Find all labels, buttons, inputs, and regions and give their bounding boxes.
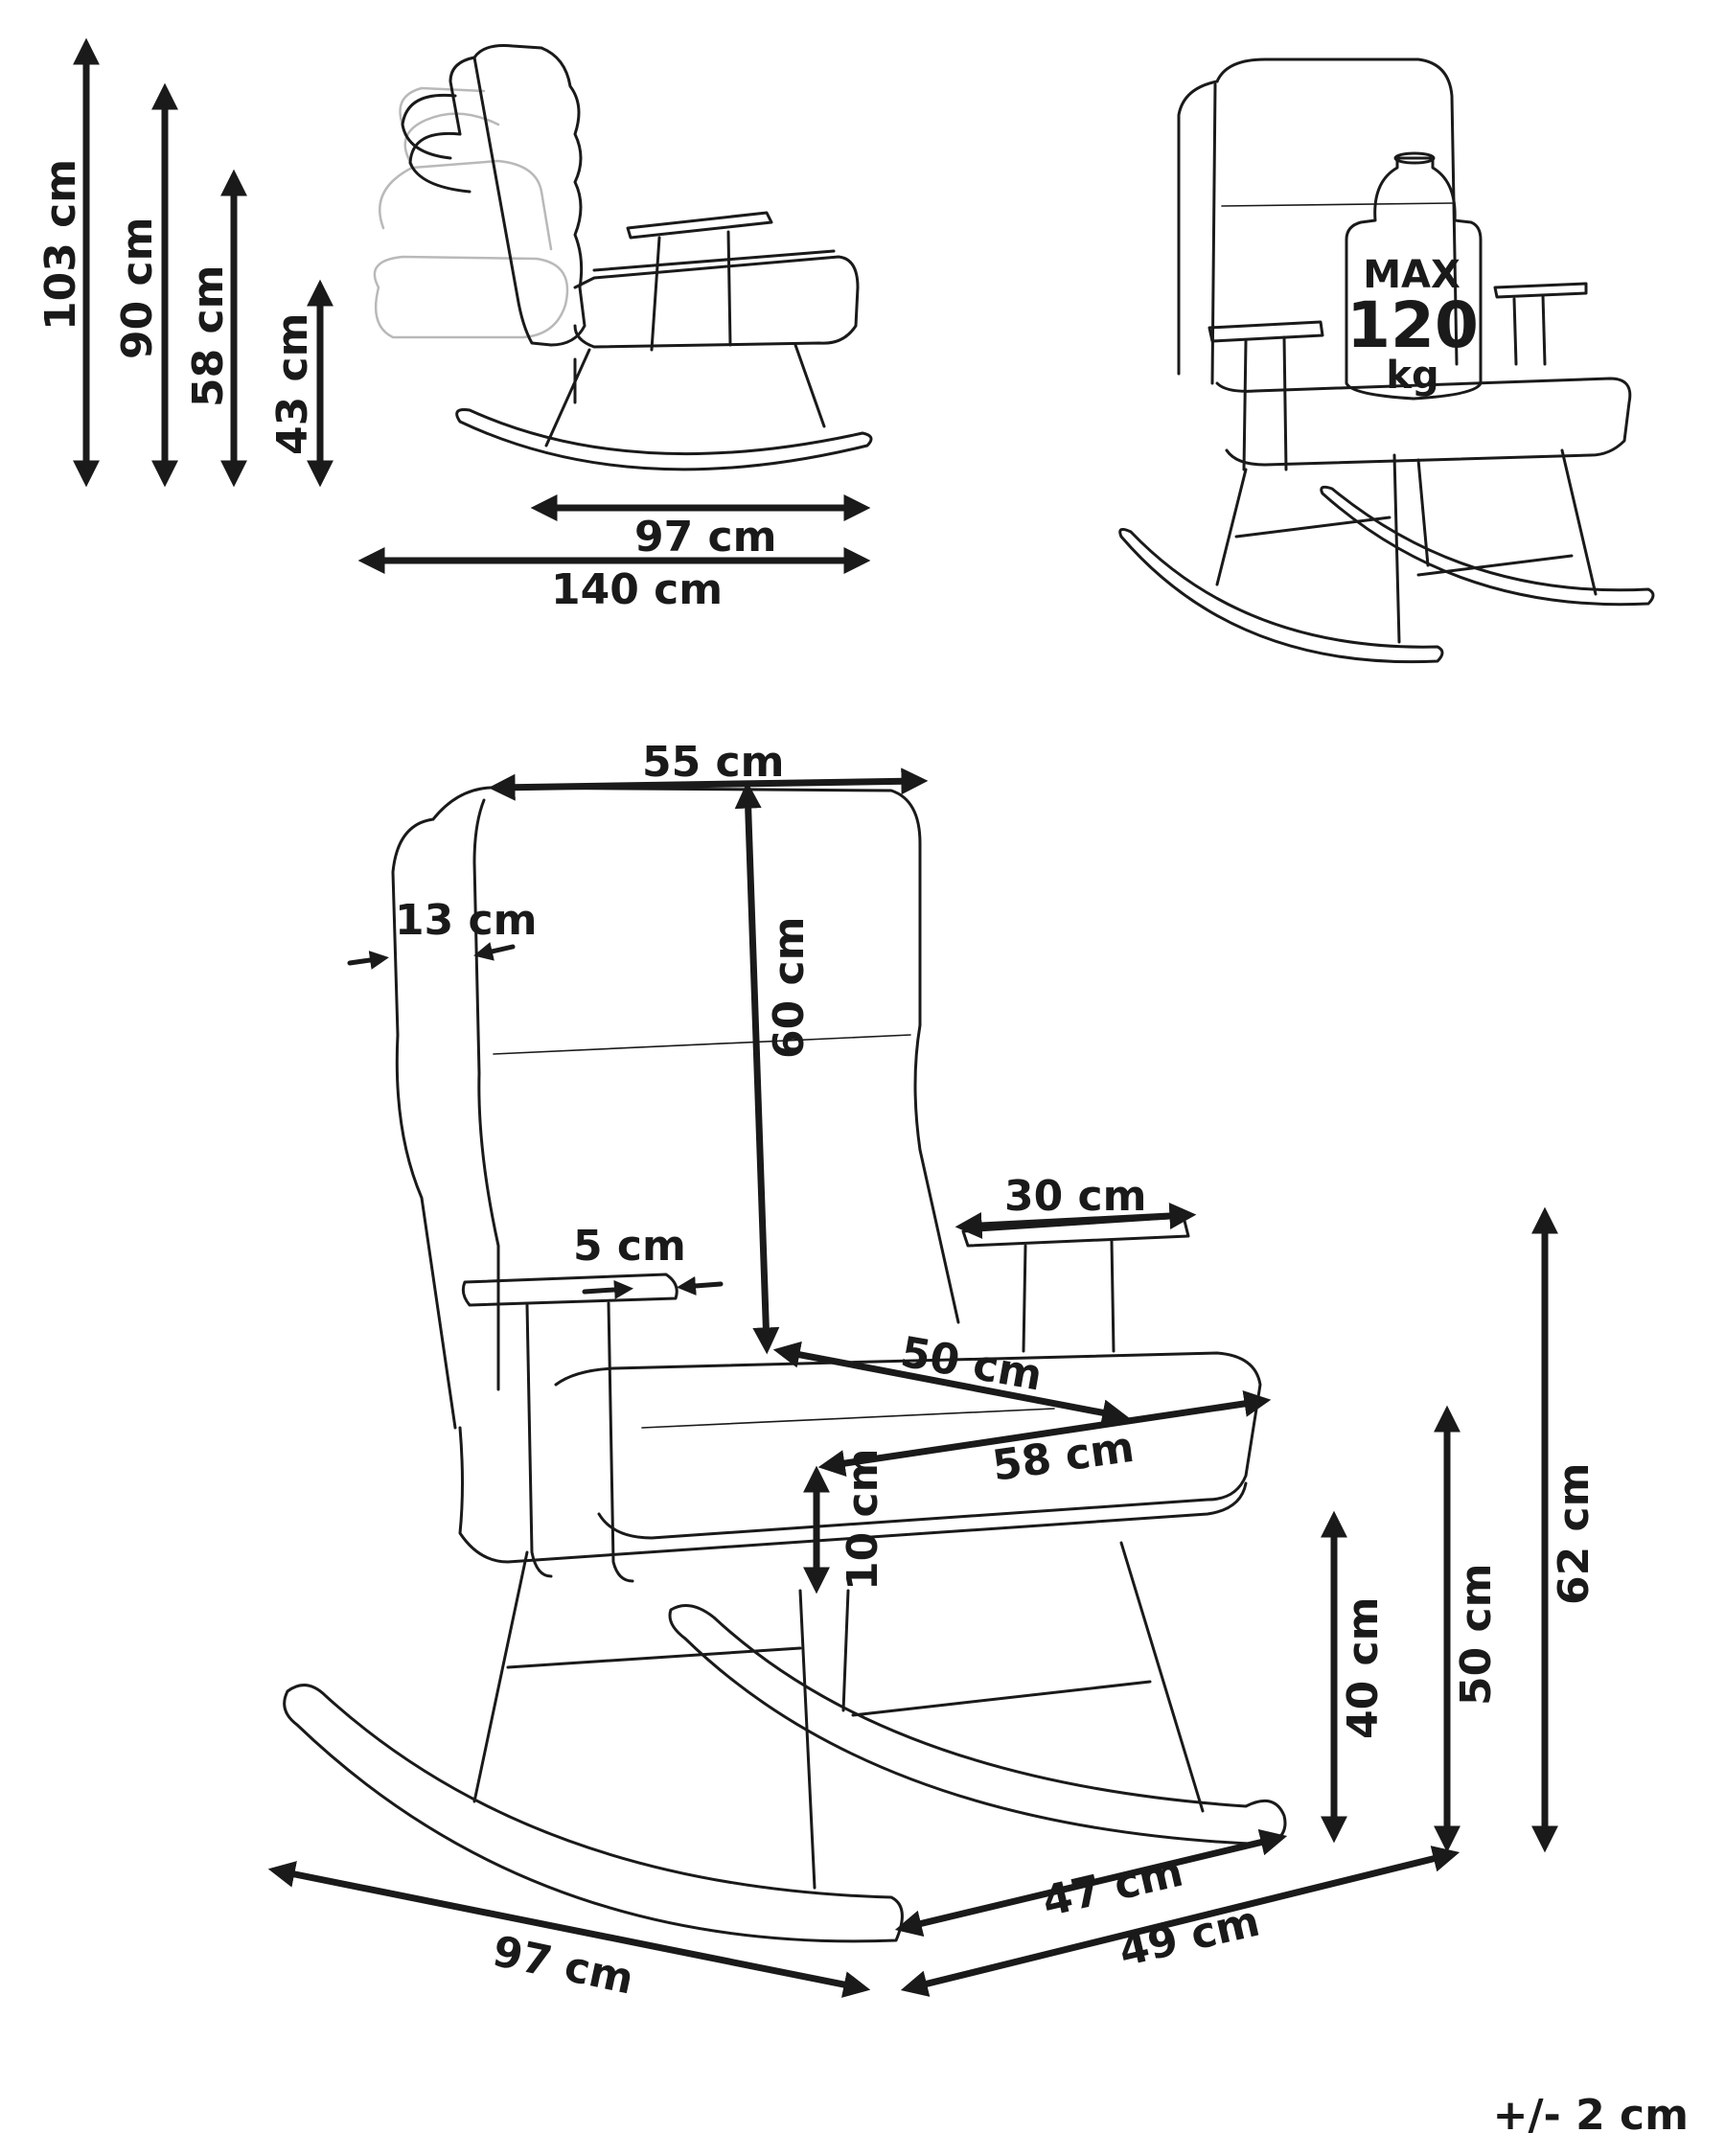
backrest-thickness-arrow-left bbox=[347, 951, 389, 970]
depth-97-label: 97 cm bbox=[634, 513, 776, 562]
capacity-unit-label: kg bbox=[1386, 354, 1438, 398]
seat-height-label: 40 cm bbox=[1339, 1597, 1388, 1739]
capacity-view: MAX 120 kg bbox=[1118, 57, 1655, 664]
armrest-mid-height-label: 50 cm bbox=[1452, 1564, 1501, 1706]
side-view: 103 cm 90 cm 58 cm 43 cm 97 cm 140 cm bbox=[36, 37, 873, 614]
height-103-label: 103 cm bbox=[36, 159, 85, 331]
armrest-width-label: 5 cm bbox=[573, 1222, 686, 1271]
height-90-label: 90 cm bbox=[113, 218, 162, 359]
depth-140-label: 140 cm bbox=[551, 565, 723, 614]
rocker-length-arrow bbox=[267, 1861, 871, 1998]
chair-perspective-small bbox=[1118, 57, 1655, 664]
main-view: 55 cm 60 cm 13 cm 5 cm 30 cm 50 cm 58 cm… bbox=[267, 738, 1598, 2005]
capacity-max-label: MAX bbox=[1363, 253, 1460, 297]
armrest-length-arrow bbox=[954, 1203, 1197, 1239]
height-43-label: 43 cm bbox=[268, 313, 317, 455]
seat-width-label: 58 cm bbox=[989, 1423, 1137, 1491]
armrest-width-arrow-left bbox=[582, 1279, 633, 1299]
chair-side-outline bbox=[401, 44, 873, 471]
outer-width-arrow bbox=[900, 1846, 1460, 1997]
weight-icon bbox=[1345, 151, 1483, 401]
chair-perspective-main bbox=[283, 786, 1287, 1943]
seat-thickness-label: 10 cm bbox=[839, 1449, 887, 1591]
recline-ghost-outline bbox=[373, 86, 569, 339]
capacity-value-label: 120 bbox=[1346, 288, 1479, 362]
armrest-length-label: 30 cm bbox=[1004, 1172, 1146, 1221]
outer-width-label: 49 cm bbox=[1115, 1897, 1264, 1977]
backrest-width-label: 55 cm bbox=[642, 738, 784, 787]
backrest-width-arrow bbox=[488, 768, 929, 801]
armrest-width-arrow-right bbox=[677, 1275, 724, 1296]
tolerance-label: +/- 2 cm bbox=[1493, 2091, 1689, 2140]
armrest-height-label: 62 cm bbox=[1550, 1463, 1598, 1605]
backrest-height-label: 60 cm bbox=[765, 917, 814, 1059]
backrest-height-arrow bbox=[734, 781, 780, 1355]
seat-width-arrow bbox=[817, 1390, 1272, 1477]
height-58-label: 58 cm bbox=[184, 265, 233, 407]
backrest-thickness-arrow-right bbox=[473, 942, 516, 961]
inner-width-label: 47 cm bbox=[1038, 1847, 1187, 1927]
backrest-thickness-label: 13 cm bbox=[395, 896, 537, 945]
